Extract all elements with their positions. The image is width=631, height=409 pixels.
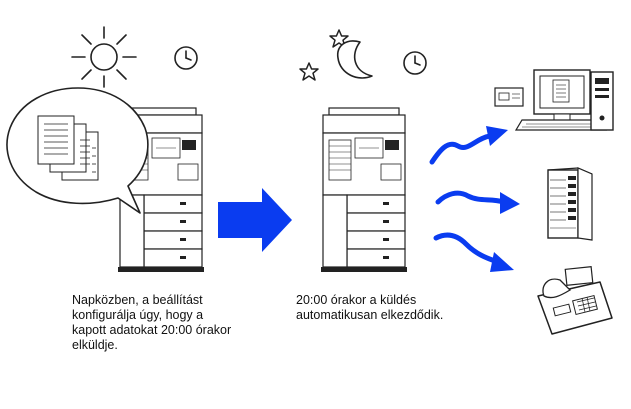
night-caption: 20:00 órakor a küldés automatikusan elke… — [296, 293, 444, 322]
send-arrowheads — [486, 126, 520, 272]
arrow-right-icon — [218, 188, 292, 252]
sun-icon — [71, 26, 137, 88]
send-arrows — [429, 133, 507, 265]
clock-icon — [174, 46, 198, 70]
fax-icon — [537, 266, 613, 335]
moon-icon — [336, 40, 373, 79]
document-stack-icon — [6, 87, 149, 214]
server-icon — [547, 167, 593, 241]
star-icon — [299, 62, 319, 81]
daytime-caption: Napközben, a beállítást konfigurálja úgy… — [72, 293, 232, 352]
clock-icon — [403, 51, 427, 75]
mfp-printer-icon — [320, 107, 408, 273]
computer-icon — [494, 69, 614, 131]
